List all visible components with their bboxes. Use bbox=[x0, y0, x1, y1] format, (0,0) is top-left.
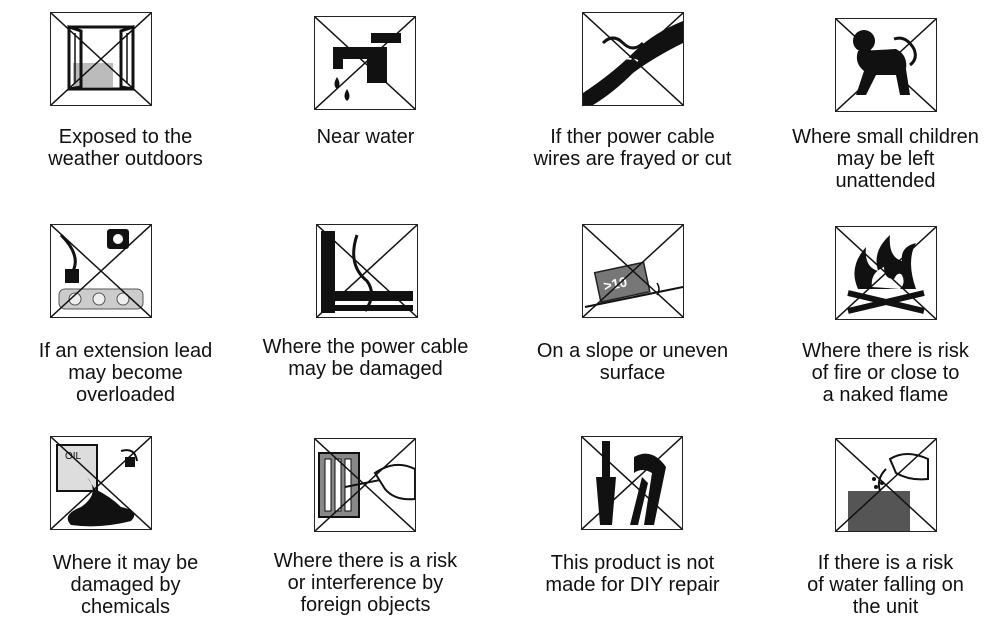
caption: Exposed to the weather outdoors bbox=[48, 126, 203, 170]
caption: Where the power cable may be damaged bbox=[262, 336, 469, 380]
caption: Where there is risk of fire or close to … bbox=[802, 340, 969, 406]
foreign-objects-icon bbox=[314, 438, 416, 532]
caption: If ther power cable wires are frayed or … bbox=[533, 126, 732, 170]
chemicals-icon: OIL bbox=[50, 436, 152, 530]
caption: This product is not made for DIY repair bbox=[545, 552, 720, 596]
frayed-cable-icon bbox=[582, 12, 684, 106]
caption: Where it may be damaged by chemicals bbox=[52, 552, 199, 618]
damaged-cable-icon bbox=[316, 224, 418, 318]
caption: Where there is a risk or interference by… bbox=[273, 550, 458, 616]
diy-tools-icon bbox=[581, 436, 683, 530]
child-icon bbox=[835, 18, 937, 112]
water-falling-icon bbox=[835, 438, 937, 532]
weather-window-icon bbox=[50, 12, 152, 106]
fire-icon bbox=[835, 226, 937, 320]
caption: If there is a risk of water falling on t… bbox=[807, 552, 964, 618]
caption: Near water bbox=[316, 126, 415, 148]
extension-lead-icon bbox=[50, 224, 152, 318]
caption: If an extension lead may become overload… bbox=[38, 340, 213, 406]
slope-badge: >10 bbox=[602, 273, 629, 294]
water-tap-icon bbox=[314, 16, 416, 110]
caption: Where small children may be left unatten… bbox=[792, 126, 979, 192]
slope-icon: >10 bbox=[582, 224, 684, 318]
caption: On a slope or uneven surface bbox=[536, 340, 729, 384]
